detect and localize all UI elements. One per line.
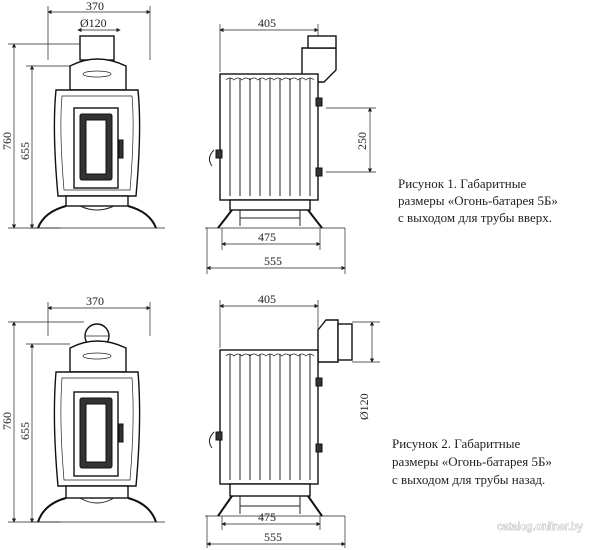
fig1-label-760: 760: [0, 132, 14, 150]
fig1-caption-line2: размеры «Огонь-батарея 5Б»: [398, 193, 558, 208]
fig1-label-555: 555: [264, 254, 282, 268]
fig2-label-760: 760: [0, 412, 14, 430]
fig2-caption-line2: размеры «Огонь-батарея 5Б»: [392, 454, 552, 469]
watermark: catalog.onliner.by: [497, 521, 583, 533]
fig1-label-pipe-diameter: Ø120: [80, 16, 107, 30]
fig1-side-view: 405 250 475 555: [205, 16, 376, 274]
fig1-caption-line3: с выходом для трубы вверх.: [398, 210, 552, 225]
fig2-label-405: 405: [258, 292, 276, 306]
fig1-label-655: 655: [18, 142, 32, 160]
fig1-caption-line1: Рисунок 1. Габаритные: [398, 176, 526, 191]
fig2-caption-line3: с выходом для трубы назад.: [392, 472, 545, 487]
fig1-label-370: 370: [86, 0, 104, 13]
fig2-caption: Рисунок 2. Габаритные размеры «Огонь-бат…: [392, 436, 552, 487]
fig2-front-view: 370 760 655: [0, 294, 165, 523]
fig1-front-view: 370 Ø120 760 655: [0, 0, 165, 229]
fig1-caption: Рисунок 1. Габаритные размеры «Огонь-бат…: [398, 176, 558, 225]
fig1-label-250: 250: [355, 132, 369, 150]
fig1-label-475: 475: [258, 230, 276, 244]
fig2-label-370: 370: [86, 294, 104, 308]
fig1-ribs: [225, 77, 315, 196]
fig2-label-475: 475: [258, 510, 276, 524]
fig2-side-view: 405 Ø120 475 555: [205, 292, 380, 548]
fig1-label-405: 405: [258, 16, 276, 30]
fig2-ribs: [225, 353, 315, 480]
fig2-caption-line1: Рисунок 2. Габаритные: [392, 436, 520, 451]
fig2-label-655: 655: [18, 422, 32, 440]
fig2-label-555: 555: [264, 530, 282, 544]
fig2-label-pipe-diameter: Ø120: [357, 393, 371, 420]
